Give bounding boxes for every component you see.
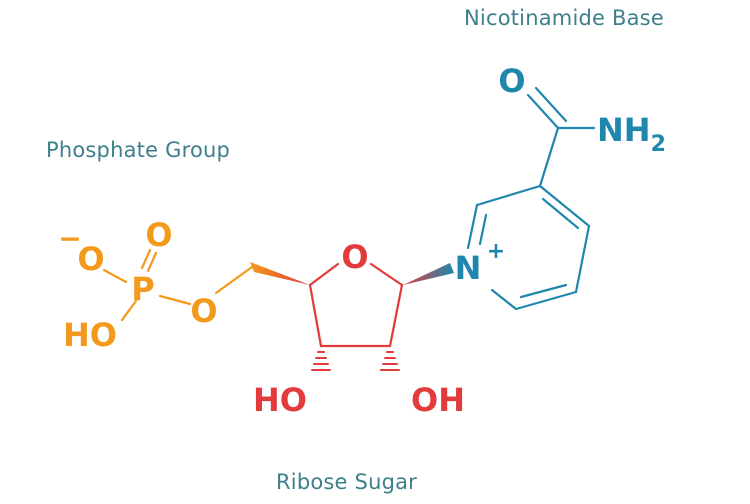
ring-bond — [308, 262, 340, 287]
o-p-bond — [158, 294, 192, 306]
ribose-sugar-label: Ribose Sugar — [276, 470, 418, 494]
phosphorus-atom: P — [131, 270, 154, 308]
ring-bond — [514, 290, 578, 311]
ring-bond — [466, 203, 479, 250]
phosphate-negative-oxygen: O — [77, 240, 104, 278]
ring-bond — [475, 184, 542, 207]
ring-bond — [369, 262, 404, 287]
p-o-neg-bond — [102, 268, 128, 284]
ring-bond — [538, 184, 591, 228]
ribose-ring-oxygen: O — [341, 238, 368, 276]
hydroxyl-left: HO — [253, 381, 307, 419]
phosphate-group-label: Phosphate Group — [46, 138, 231, 162]
carbonyl-bond — [534, 86, 568, 123]
wedge-bond-to-nitrogen — [403, 263, 454, 285]
ring-bond — [308, 283, 323, 348]
ring-double-bond — [541, 197, 580, 230]
p-oh-bond — [120, 299, 138, 322]
ch2-o-bond — [214, 265, 254, 295]
ribose-sugar — [308, 262, 404, 348]
negative-charge: − — [58, 222, 81, 255]
ring-bond — [574, 224, 591, 294]
wedge-bond-to-ch2 — [250, 262, 310, 285]
ring-bond — [388, 283, 404, 348]
bridge-oxygen: O — [190, 292, 217, 330]
carbonyl-bond — [526, 93, 560, 130]
nicotinamide-base — [466, 86, 596, 311]
ring-nitrogen: N — [455, 249, 482, 287]
ring-bond — [490, 288, 518, 311]
hashed-bond-left — [311, 351, 331, 371]
ring-double-bond — [478, 213, 488, 246]
positive-charge: + — [487, 239, 505, 264]
amide-nh-group: NH2 — [597, 111, 666, 157]
ring-double-bond — [519, 283, 568, 299]
phosphate-group — [102, 248, 254, 322]
nicotinamide-base-label: Nicotinamide Base — [464, 6, 664, 30]
amide-subscript-2: 2 — [651, 132, 666, 157]
p-double-o-bond — [146, 251, 158, 273]
hashed-bond-right — [380, 351, 400, 371]
hydroxyl-right: OH — [411, 381, 465, 419]
p-double-o-bond — [140, 248, 152, 270]
phosphate-hydroxyl: HO — [63, 316, 117, 354]
amide-nh: NH — [597, 111, 651, 149]
amide-oxygen: O — [498, 62, 525, 100]
phosphate-double-oxygen: O — [145, 216, 172, 254]
amide-bond — [538, 126, 560, 188]
